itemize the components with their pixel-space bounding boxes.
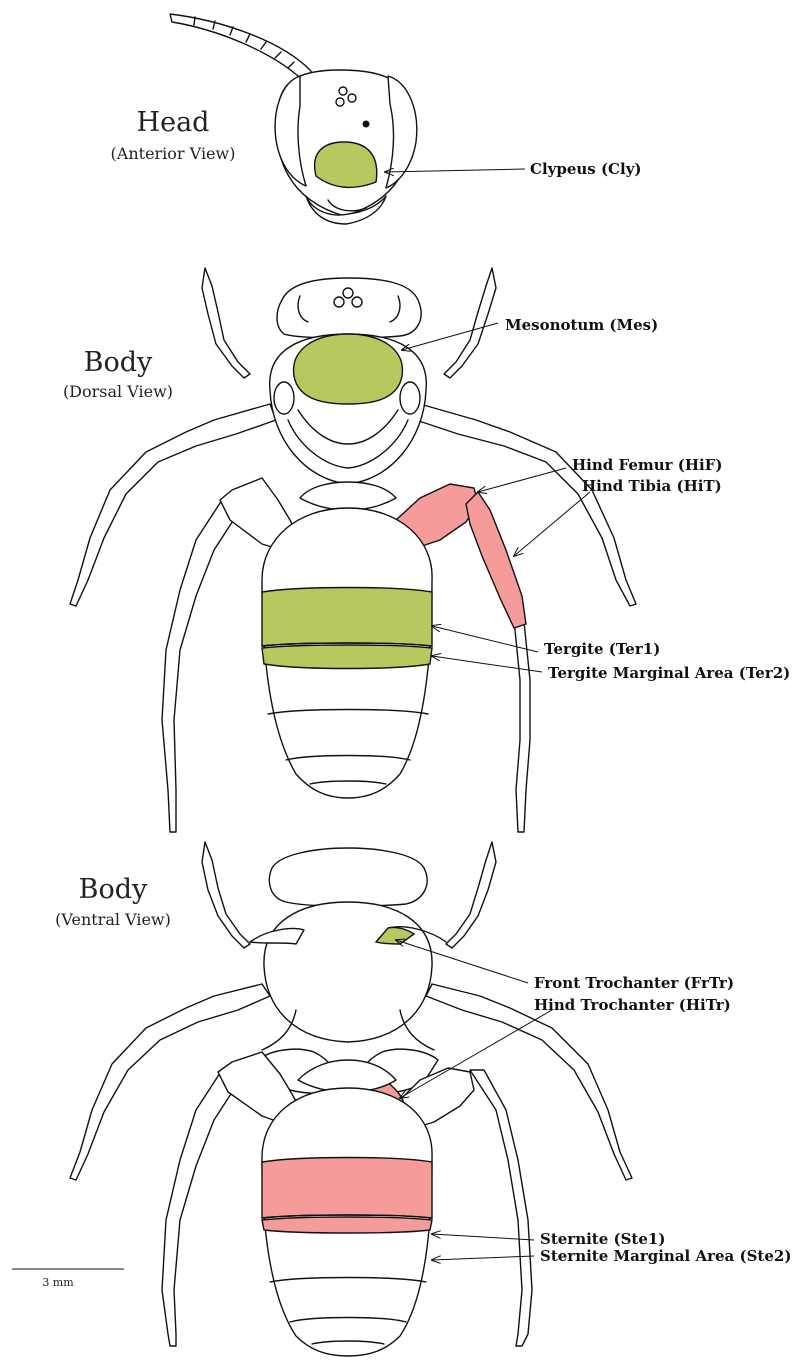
dorsal-right-hind-leg-distal [514,620,530,832]
clypeus-highlight [315,142,377,187]
mesonotum-label: Mesonotum (Mes) [505,316,658,334]
head-view-title: Head [137,107,210,138]
dorsal-right-tegula [400,382,420,414]
ventral-view-subtitle: (Ventral View) [55,910,171,929]
sternite-marginal-leader-line [432,1256,534,1260]
head-anterior-view: Head (Anterior View) Clypeus (Cly) [111,14,642,224]
ocellus-icon [336,98,344,106]
ocellus-icon [343,288,353,298]
clypeus-label: Clypeus (Cly) [530,160,642,178]
hind-tibia-label: Hind Tibia (HiT) [582,477,722,495]
dorsal-right-antenna [444,268,496,378]
sternite-highlight [262,1158,432,1219]
ventral-view-title: Body [79,874,148,905]
head-view-subtitle: (Anterior View) [111,144,236,163]
hind-tibia-leader-line [514,492,590,556]
body-ventral-view: Body (Ventral View) [55,842,791,1356]
ventral-left-hind-leg [162,1070,240,1346]
dorsal-view-subtitle: (Dorsal View) [63,382,173,401]
ventral-right-hind-leg [470,1070,532,1346]
tergite-marginal-highlight [262,645,432,669]
mesonotum-highlight [294,334,403,404]
hind-femur-label: Hind Femur (HiF) [572,456,722,474]
dorsal-left-hind-leg [162,500,240,832]
ocellus-icon [348,94,356,102]
ventral-left-antenna [202,842,250,948]
ventral-thorax [264,902,432,1042]
scale-bar-label: 3 mm [42,1276,74,1289]
hind-femur-leader-line [478,468,566,492]
sternite-marginal-label: Sternite Marginal Area (Ste2) [540,1247,791,1265]
front-trochanter-label: Front Trochanter (FrTr) [534,974,734,992]
scale-bar: 3 mm [12,1269,124,1289]
dorsal-left-tegula [274,382,294,414]
antennal-socket-icon [363,121,370,128]
tergite-label: Tergite (Ter1) [544,640,660,658]
ventral-left-front-coxa [250,929,304,945]
body-dorsal-view: Body (Dorsal View) [63,268,790,832]
ocellus-icon [352,297,362,307]
ventral-head [269,848,427,906]
tergite-highlight [262,588,432,647]
tergite-marginal-label: Tergite Marginal Area (Ter2) [548,664,790,682]
sternite-marginal-highlight [262,1217,432,1233]
sternite-label: Sternite (Ste1) [540,1230,665,1248]
ocellus-icon [339,87,347,95]
dorsal-petiole [300,482,396,510]
hind-tibia-highlight [466,492,526,628]
dorsal-left-antenna [202,268,250,378]
ventral-right-antenna [446,842,496,948]
hind-trochanter-label: Hind Trochanter (HiTr) [534,996,731,1014]
dorsal-view-title: Body [84,347,153,378]
ocellus-icon [334,297,344,307]
